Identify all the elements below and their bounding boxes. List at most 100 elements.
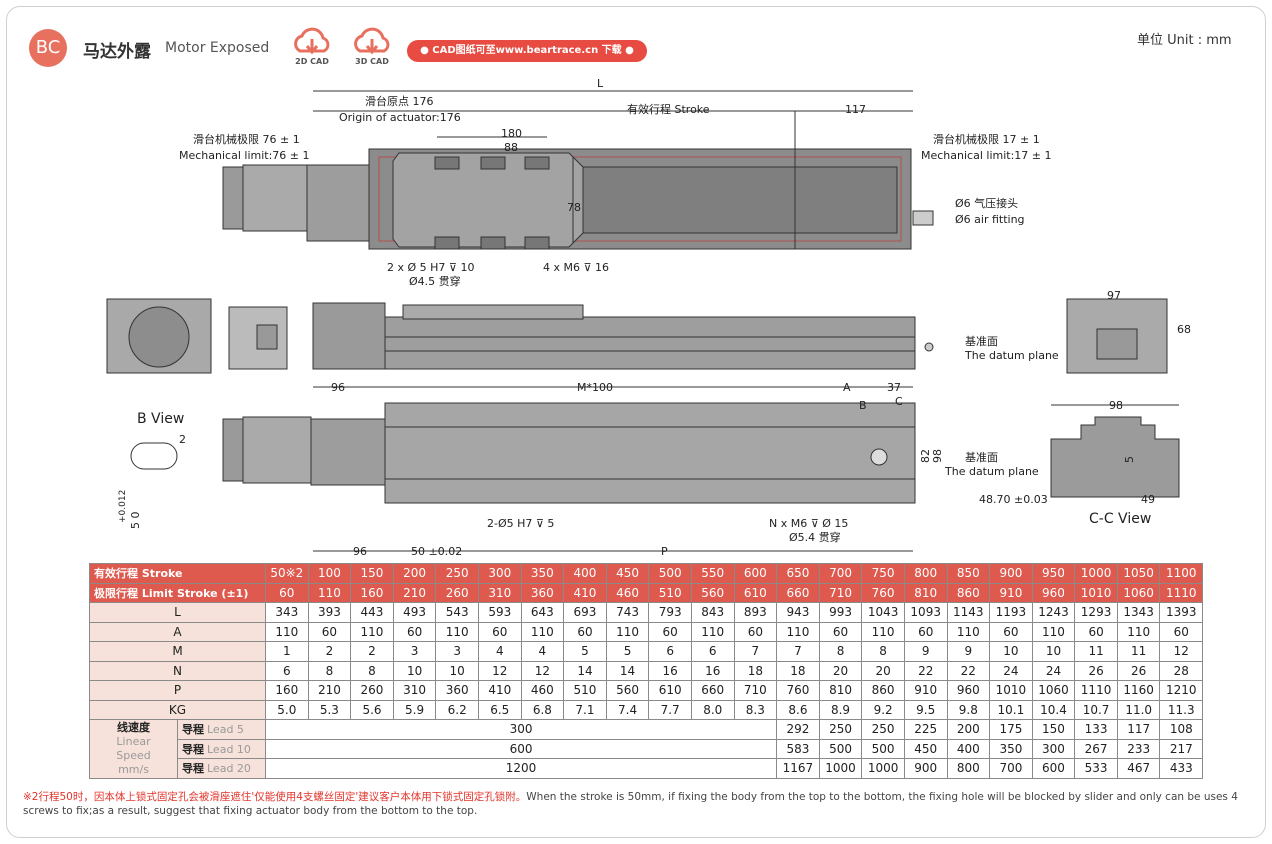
table-cell: 7.1 [563, 699, 607, 720]
table-cell: 24 [989, 660, 1033, 681]
table-cell: 100 [307, 563, 352, 584]
table-cell: 60 [563, 621, 607, 642]
dim-98: 98 [1109, 399, 1123, 412]
origin-en: Origin of actuator:176 [339, 111, 461, 124]
table-cell: 10.4 [1031, 699, 1076, 720]
table-cell: 700 [989, 758, 1033, 779]
table-cell: 1093 [903, 602, 948, 623]
table-cell: 60 [477, 621, 522, 642]
table-cell: 6.8 [520, 699, 565, 720]
table-cell: 860 [946, 582, 991, 603]
table-cell: 60 [818, 621, 863, 642]
table-cell: 217 [1159, 738, 1204, 759]
table-cell: 16 [648, 660, 692, 681]
table-cell: 110 [307, 582, 352, 603]
table-cell: 1110 [1159, 582, 1204, 603]
cloud-download-icon[interactable] [350, 21, 394, 69]
table-cell: 1010 [989, 680, 1033, 701]
table-cell: 600 [1031, 758, 1076, 779]
table-cell: 20 [818, 660, 863, 681]
table-cell: 660 [690, 680, 735, 701]
origin-cn: 滑台原点 176 [365, 94, 434, 108]
lead-cn: 导程 [182, 762, 204, 776]
datum-cn-2: 基准面 [965, 451, 998, 464]
hole-callout-4b: Ø5.4 贯穿 [789, 530, 841, 544]
cc-view-title: C-C View [1089, 511, 1151, 527]
table-cell: 460 [520, 680, 565, 701]
table-cell: 2 [350, 641, 394, 662]
table-cell: 1293 [1074, 602, 1118, 623]
row-label: N [89, 660, 266, 681]
download-link[interactable]: ● CAD图纸可至www.beartrace.cn 下载 ● [407, 40, 647, 62]
table-cell: 943 [776, 602, 820, 623]
table-cell: 467 [1116, 758, 1161, 779]
table-cell: 210 [307, 680, 352, 701]
table-cell: 110 [776, 621, 820, 642]
table-cell: 18 [733, 660, 778, 681]
table-cell: 5 [563, 641, 607, 662]
dim-68: 68 [1177, 323, 1191, 336]
table-cell: 1110 [1074, 680, 1118, 701]
cloud-download-icon[interactable] [290, 21, 334, 69]
dim-88: 88 [504, 141, 518, 154]
dim-P: P [661, 545, 668, 558]
table-cell: 900 [903, 758, 948, 779]
table-cell: 560 [605, 680, 650, 701]
cad-3d-label[interactable]: 3D CAD [355, 57, 389, 66]
table-cell: 150 [1031, 719, 1076, 740]
table-cell: 743 [605, 602, 650, 623]
table-cell: 4 [520, 641, 565, 662]
table-cell: 60 [1159, 621, 1204, 642]
table-cell: 360 [520, 582, 565, 603]
table-cell: 5.9 [392, 699, 437, 720]
table-cell: 1060 [1031, 680, 1076, 701]
lead-value: Lead 20 [207, 762, 251, 776]
series-title-cn: 马达外露 [83, 42, 151, 62]
table-cell: 14 [605, 660, 650, 681]
table-cell: 60 [1074, 621, 1118, 642]
technical-drawing: L 滑台原点 176 Origin of actuator:176 有效行程 S… [106, 77, 1191, 558]
table-cell: 300 [1031, 738, 1076, 759]
speed-category-text: mm/s [118, 762, 149, 776]
cad-2d-label[interactable]: 2D CAD [295, 57, 329, 66]
mech-left-cn: 滑台机械极限 76 ± 1 [193, 132, 300, 146]
table-cell: 510 [563, 680, 607, 701]
mech-left-en: Mechanical limit:76 ± 1 [179, 149, 310, 162]
table-cell: 550 [690, 563, 735, 584]
table-cell: 110 [435, 621, 479, 642]
table-cell: 50※2 [265, 563, 309, 584]
speed-merged-cell: 300 [264, 719, 778, 740]
table-cell: 800 [946, 758, 991, 779]
table-cell: 292 [776, 719, 820, 740]
table-cell: 1000 [1074, 563, 1118, 584]
table-cell: 1000 [818, 758, 863, 779]
datum-en-2: The datum plane [944, 465, 1039, 478]
table-cell: 110 [520, 621, 565, 642]
table-cell: 250 [435, 563, 479, 584]
hole-callout-1b: Ø4.5 贯穿 [409, 274, 461, 288]
table-cell: 9.2 [861, 699, 905, 720]
table-cell: 750 [861, 563, 905, 584]
dim-117: 117 [845, 103, 866, 116]
table-cell: 910 [903, 680, 948, 701]
table-cell: 360 [435, 680, 479, 701]
table-cell: 860 [861, 680, 905, 701]
table-cell: 60 [265, 582, 309, 603]
table-cell: 260 [435, 582, 479, 603]
label-B: B [859, 399, 867, 412]
table-cell: 250 [818, 719, 863, 740]
table-cell: 267 [1074, 738, 1118, 759]
table-cell: 800 [903, 563, 948, 584]
table-cell: 8 [307, 660, 352, 681]
table-cell: 10.7 [1074, 699, 1118, 720]
row-label: A [89, 621, 266, 642]
mech-right-en: Mechanical limit:17 ± 1 [921, 149, 1052, 162]
table-cell: 1160 [1116, 680, 1161, 701]
table-cell: 350 [989, 738, 1033, 759]
table-cell: 18 [776, 660, 820, 681]
